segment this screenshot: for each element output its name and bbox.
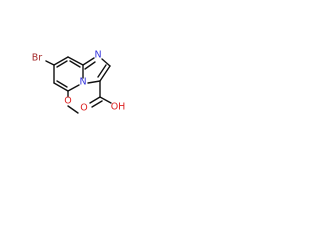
bond-c7-c6 — [53, 56, 69, 66]
bond-c8a-n1-double — [84, 61, 96, 70]
bond-c5-c4 — [53, 82, 69, 92]
bond-c8a-c8-inner — [69, 60, 81, 68]
bond-c7-c6-inner — [56, 60, 68, 68]
bond-carboxyl-hydroxyl — [99, 96, 112, 104]
bond-c8a-n1 — [82, 57, 95, 66]
bond-c5-c4-inner — [56, 80, 68, 88]
bond-c3-nbridge — [87, 80, 101, 84]
bond-carboxyl-carbonyl — [89, 96, 101, 104]
atom-n-bridge-label: N — [79, 77, 86, 88]
atom-o-methoxy-label: O — [64, 96, 71, 107]
structure-canvas: Br O N N O OH — [0, 0, 152, 152]
bond-c2-c3-double — [97, 64, 107, 78]
bond-o-methyl — [67, 105, 79, 114]
atom-o-carbonyl-label: O — [80, 103, 87, 114]
atom-br-label: Br — [32, 53, 43, 64]
bond-c4-nbridge — [67, 84, 80, 92]
bond-carboxyl-carbonyl-double — [91, 100, 103, 108]
atom-oh-label: OH — [111, 102, 126, 113]
bond-c8-c7 — [67, 56, 84, 66]
molecule-drawing: Br O N N O OH — [32, 50, 126, 114]
bond-c2-c3 — [99, 65, 111, 82]
bond-n1-c2 — [101, 58, 111, 67]
bond-c6-br — [45, 60, 55, 66]
atom-n-imidazole-label: N — [94, 50, 101, 61]
